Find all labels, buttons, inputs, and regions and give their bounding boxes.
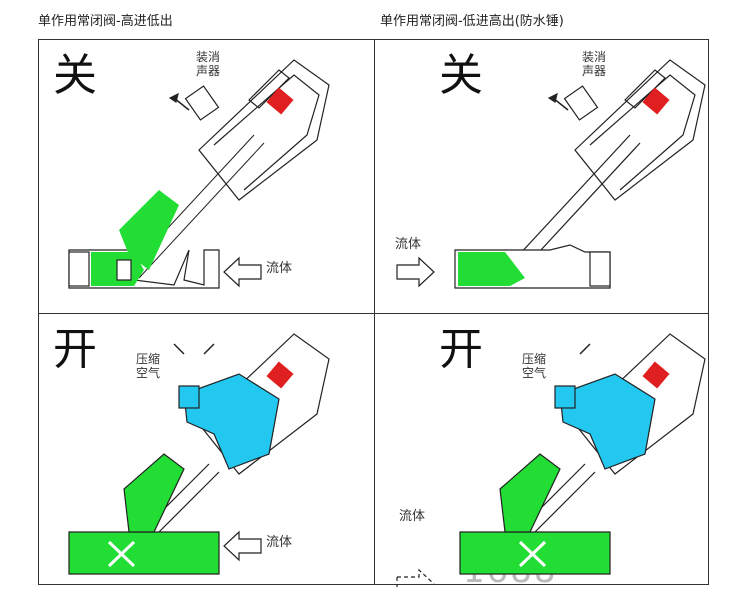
flow-label: 流体	[399, 509, 426, 524]
state-label: 开	[439, 324, 483, 375]
flow-label: 流体	[266, 261, 293, 276]
diagram-grid: 关 装消声器 流体	[38, 39, 710, 587]
valve-closed-diagram	[68, 59, 330, 289]
state-label: 关	[53, 50, 97, 101]
flow-label: 流体	[266, 535, 293, 550]
flow-label: 流体	[395, 237, 422, 252]
header-right: 单作用常闭阀-低进高出(防水锤)	[380, 14, 564, 29]
valve-open-antihammer-diagram	[396, 333, 706, 587]
grid-divider-horizontal	[39, 313, 708, 314]
header-left: 单作用常闭阀-高进低出	[38, 14, 173, 29]
valve-open-diagram	[68, 333, 330, 575]
panel-open-high-in: 开 压缩空气 流体	[39, 314, 374, 587]
valve-closed-antihammer-diagram	[396, 59, 706, 289]
grid-divider-vertical	[374, 40, 375, 584]
panel-closed-high-in: 关 装消声器 流体	[39, 40, 374, 313]
muffler-label: 装消声器	[582, 50, 607, 78]
compressed-air-label: 压缩空气	[522, 352, 547, 380]
state-label: 关	[439, 50, 483, 101]
muffler-label: 装消声器	[196, 50, 221, 78]
compressed-air-label: 压缩空气	[136, 352, 161, 380]
panel-closed-low-in: 关 装消声器 流体	[375, 40, 710, 313]
state-label: 开	[53, 324, 97, 375]
